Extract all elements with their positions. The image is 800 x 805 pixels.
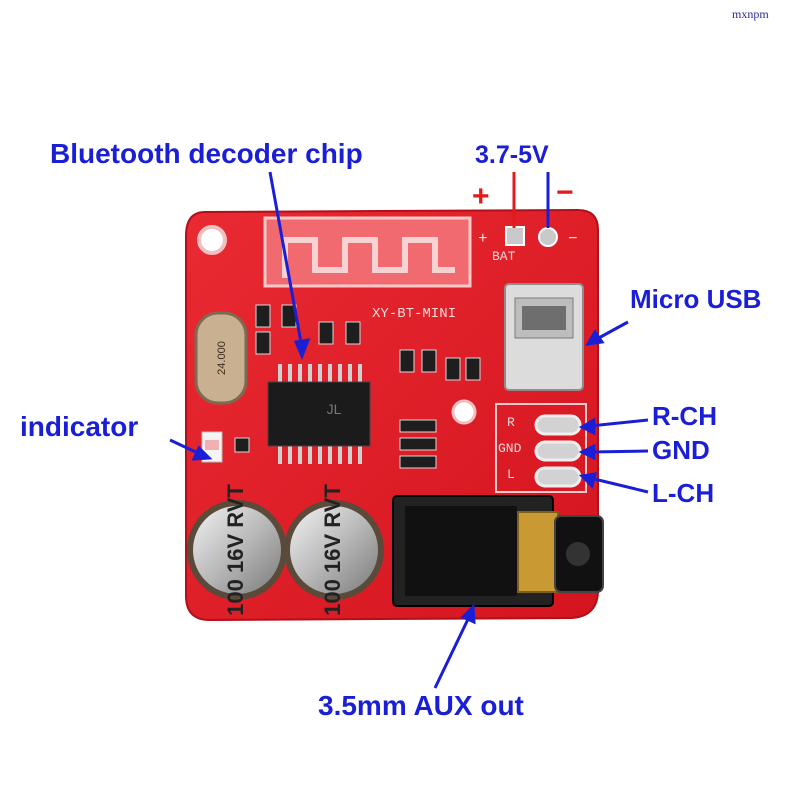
lch-label: L-CH (652, 478, 715, 508)
minus-label: − (556, 176, 574, 209)
svg-text:+: + (478, 230, 488, 248)
svg-text:100 16V RVT: 100 16V RVT (223, 484, 248, 616)
micro-usb-label: Micro USB (630, 284, 762, 314)
rch-label: R-CH (652, 401, 717, 431)
svg-text:24.000: 24.000 (216, 341, 228, 375)
capacitor-right: 100 16V RVT (284, 484, 384, 616)
plus-label: + (472, 180, 490, 213)
voltage-label: 3.7-5V (475, 141, 549, 169)
decoder-chip: JL (267, 364, 371, 464)
watermark: mxnpm (732, 7, 769, 21)
aux-label: 3.5mm AUX out (318, 690, 524, 721)
indicator-label: indicator (20, 411, 139, 442)
antenna-area (263, 216, 472, 288)
center-hole (451, 399, 477, 425)
svg-text:R: R (507, 415, 515, 430)
svg-text:JL: JL (327, 401, 342, 417)
gnd-label: GND (652, 435, 710, 465)
svg-text:100 16V RVT: 100 16V RVT (320, 484, 345, 616)
chip-label: Bluetooth decoder chip (50, 138, 363, 169)
bat-plus-pad (505, 226, 525, 246)
aux-jack (392, 495, 604, 607)
svg-text:L: L (507, 467, 515, 482)
mounting-hole (197, 225, 227, 255)
silk-bat: BAT (492, 249, 516, 264)
silk-model: XY-BT-MINI (372, 306, 456, 322)
crystal (194, 311, 248, 405)
svg-text:GND: GND (498, 441, 522, 456)
output-pads (534, 414, 582, 488)
antenna-trace (282, 237, 455, 278)
capacitor-left: 100 16V RVT (187, 484, 287, 616)
svg-text:−: − (568, 230, 578, 248)
